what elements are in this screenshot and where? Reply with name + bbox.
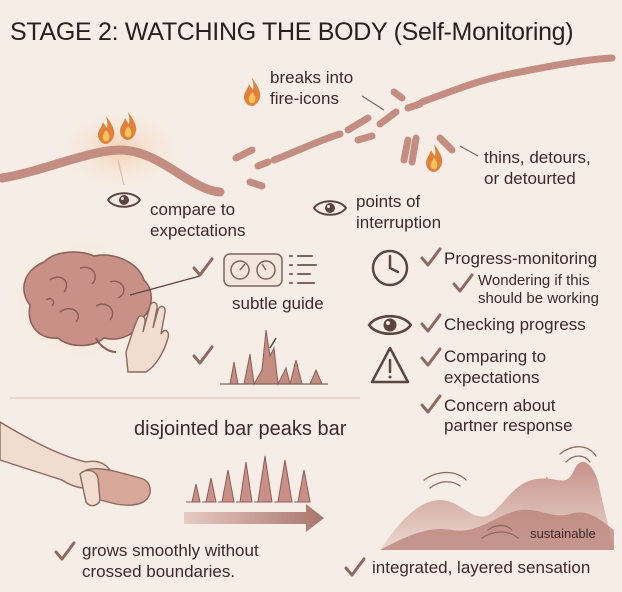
check-icon	[452, 273, 474, 293]
sensation-line	[0, 145, 225, 197]
hand-device-icon	[0, 421, 151, 507]
checklist-progress-monitoring: Progress-monitoring	[444, 249, 598, 268]
label-integrated: integrated, layered sensation	[372, 558, 591, 577]
gauge-icon	[223, 253, 317, 287]
label-thins-line2: or detourted	[484, 169, 576, 188]
hand-icon	[125, 301, 170, 373]
checklist-comparing-line1: Comparing to	[444, 347, 547, 366]
label-disjointed: disjointed bar peaks bar	[134, 418, 347, 440]
eye-icon	[107, 192, 141, 208]
check-icon	[192, 345, 214, 365]
checklist-wondering-line2: should be working	[478, 290, 599, 307]
label-thins-line1: thins, detours,	[484, 148, 591, 167]
flame-icon	[244, 78, 261, 106]
label-compare-line1: compare to	[150, 200, 236, 219]
eye-icon	[367, 314, 413, 336]
pointer-line-brain	[129, 275, 201, 296]
clock-icon	[371, 249, 409, 287]
checklist-comparing-line2: expectations	[444, 368, 540, 387]
eye-icon	[313, 200, 347, 216]
checklist-wondering-line1: Wondering if this	[478, 272, 590, 289]
jagged-peaks-graph	[220, 329, 328, 386]
pointer-line-thins	[459, 145, 479, 157]
check-icon	[54, 541, 76, 561]
label-breaks-line1: breaks into	[270, 68, 354, 87]
label-compare-line2: expectations	[150, 221, 246, 240]
growth-arrow	[184, 504, 324, 532]
label-grows-line2: crossed boundaries.	[82, 562, 236, 581]
broken-line-fragments	[232, 54, 616, 190]
checklist-concern-line1: Concern about	[444, 396, 556, 415]
flame-icon	[426, 144, 443, 172]
layered-mountains	[380, 446, 614, 550]
label-sustainable: sustainable	[530, 526, 596, 541]
check-icon	[420, 347, 442, 367]
check-icon	[192, 257, 214, 277]
check-icon	[344, 557, 366, 577]
check-icon	[420, 247, 442, 267]
check-icon	[420, 394, 442, 414]
label-points-line2: interruption	[356, 213, 442, 232]
label-subtle-guide: subtle guide	[232, 294, 324, 313]
smooth-peaks-graph	[186, 455, 311, 503]
checklist-checking-progress: Checking progress	[444, 315, 586, 334]
check-icon	[420, 313, 442, 333]
pointer-line-compare	[117, 159, 125, 186]
warning-icon	[370, 346, 410, 384]
checklist-concern-line2: partner response	[444, 416, 573, 435]
label-grows-line1: grows smoothly without	[82, 541, 259, 560]
page-title: STAGE 2: WATCHING THE BODY (Self-Monitor…	[10, 18, 574, 46]
pointer-line-breaks	[361, 95, 385, 111]
brain-icon	[23, 251, 152, 353]
label-points-line1: points of	[356, 192, 421, 211]
label-breaks-line2: fire-icons	[270, 89, 339, 108]
